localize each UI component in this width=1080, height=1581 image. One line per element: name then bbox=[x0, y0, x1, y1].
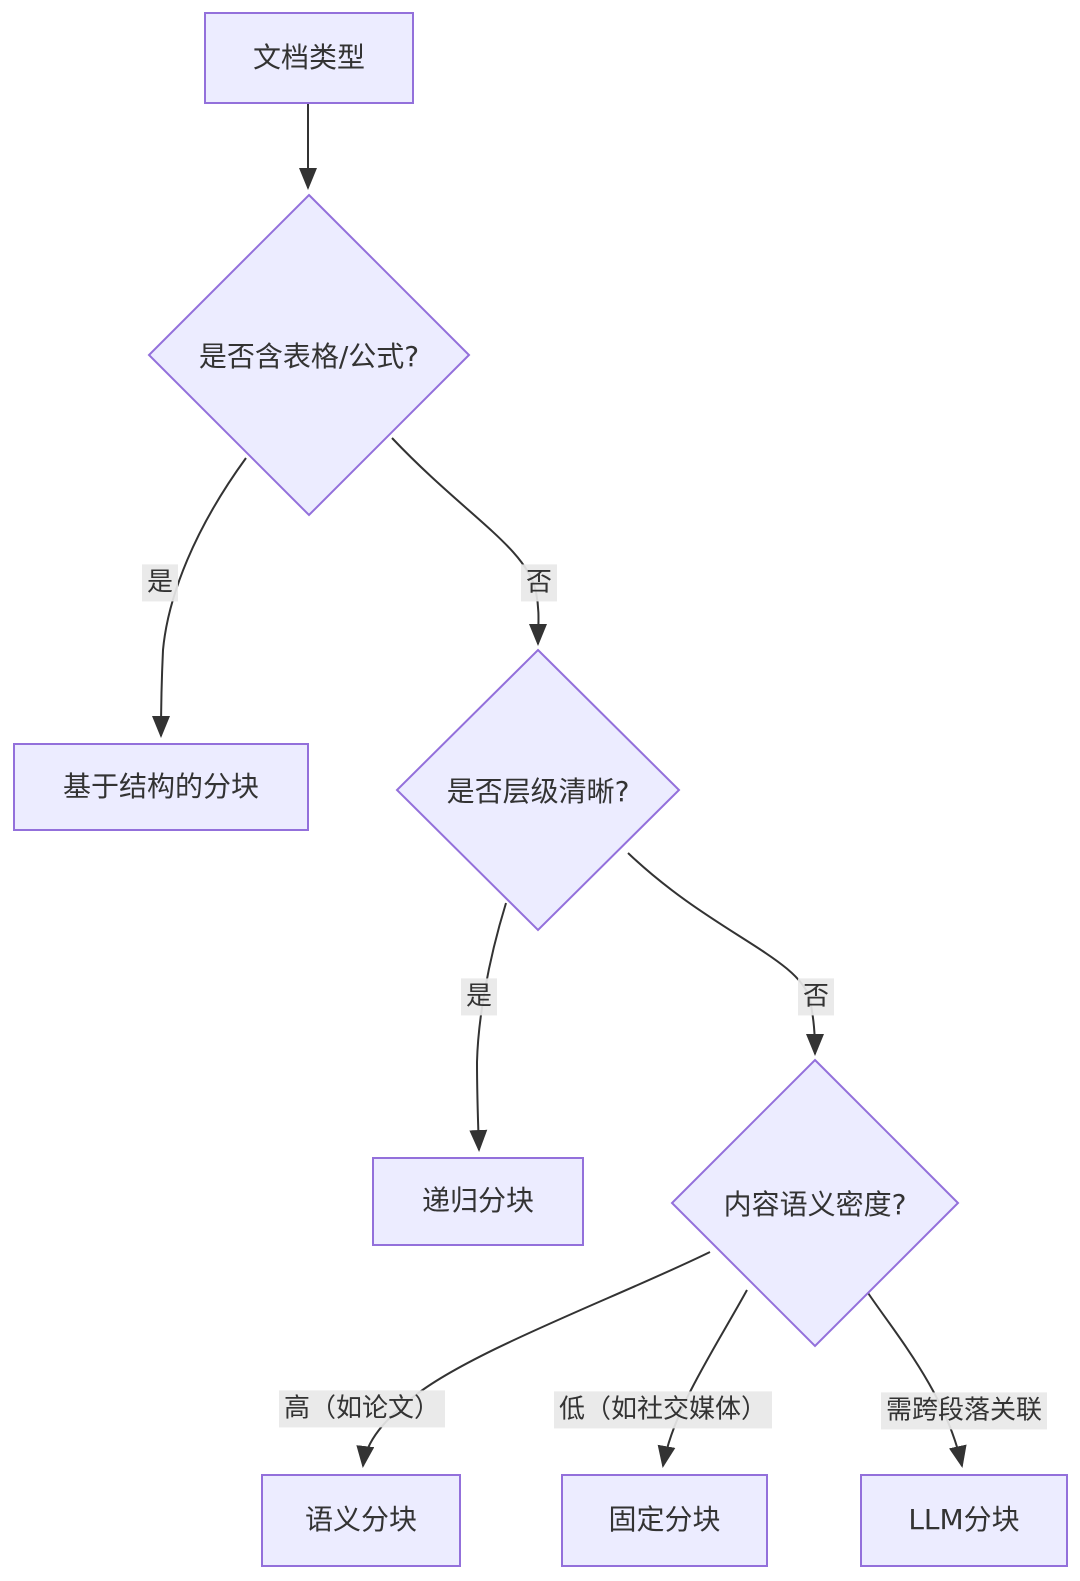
node-recursive-chunking-label: 递归分块 bbox=[421, 1184, 534, 1218]
node-llm-chunking-label: LLM分块 bbox=[908, 1503, 1020, 1537]
edge-label-cross-paragraph: 需跨段落关联 bbox=[880, 1392, 1048, 1430]
edge-density-cross-to-llm-chunking bbox=[865, 1289, 967, 1468]
edge-table-check-no-to-hierarchy-check bbox=[391, 437, 548, 646]
node-recursive-chunking: 递归分块 bbox=[372, 1157, 584, 1246]
edge-hierarchy-no-to-semantic-density bbox=[627, 852, 824, 1056]
diamond-semantic-density bbox=[670, 1058, 960, 1348]
node-fixed-chunking-label: 固定分块 bbox=[608, 1503, 721, 1537]
node-doc-type-label: 文档类型 bbox=[252, 40, 365, 74]
edge-label-no-2: 否 bbox=[797, 978, 835, 1016]
edge-label-low-density: 低（如社交媒体） bbox=[553, 1391, 773, 1429]
node-semantic-density-label: 内容语义密度? bbox=[723, 1188, 907, 1221]
node-has-table-formula-label: 是否含表格/公式? bbox=[198, 340, 420, 373]
node-structure-based-chunking: 基于结构的分块 bbox=[13, 743, 309, 831]
node-semantic-chunking: 语义分块 bbox=[261, 1474, 461, 1567]
edge-table-check-yes-to-structure-chunking bbox=[152, 457, 247, 738]
diamond-has-table-formula bbox=[147, 193, 471, 517]
edge-label-no-1: 否 bbox=[520, 564, 558, 602]
edge-label-yes-2: 是 bbox=[460, 978, 498, 1016]
diamond-hierarchy-clear bbox=[395, 648, 681, 932]
node-llm-chunking: LLM分块 bbox=[860, 1474, 1068, 1567]
edge-label-yes-1: 是 bbox=[141, 564, 179, 602]
edge-label-high-density: 高（如论文） bbox=[278, 1390, 446, 1428]
edge-hierarchy-yes-to-recursive-chunking bbox=[469, 902, 507, 1152]
node-hierarchy-clear-label: 是否层级清晰? bbox=[446, 775, 630, 808]
node-doc-type: 文档类型 bbox=[204, 12, 414, 104]
edge-density-high-to-semantic-chunking bbox=[356, 1251, 711, 1468]
node-fixed-chunking: 固定分块 bbox=[561, 1474, 768, 1567]
edge-density-low-to-fixed-chunking bbox=[657, 1289, 748, 1468]
node-structure-based-chunking-label: 基于结构的分块 bbox=[62, 769, 259, 803]
node-semantic-chunking-label: 语义分块 bbox=[304, 1503, 417, 1537]
